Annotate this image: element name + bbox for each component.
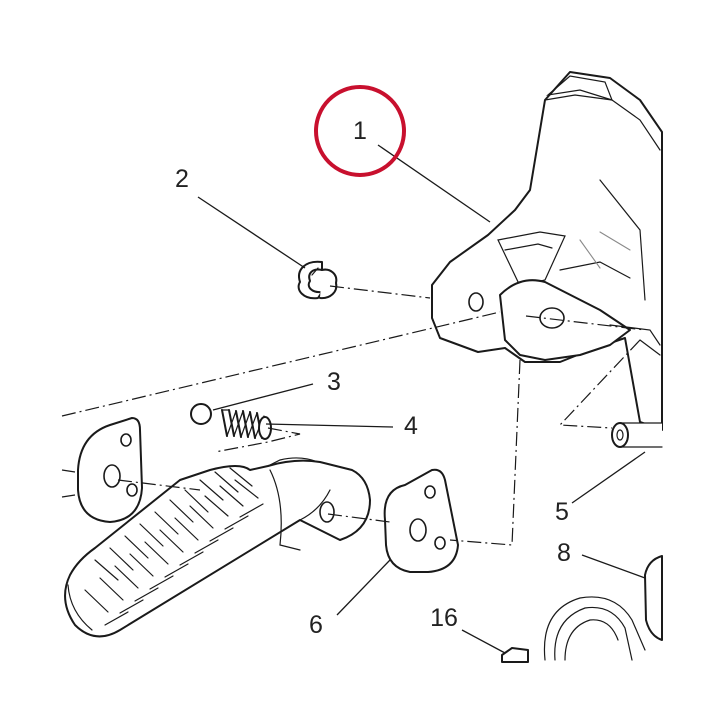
callout-16[interactable]: 16 xyxy=(430,604,458,632)
part-1-bracket[interactable] xyxy=(431,71,663,431)
footpeg[interactable] xyxy=(64,457,371,638)
part-6-washer-plate[interactable] xyxy=(383,468,459,573)
assembly-centre-lines xyxy=(61,285,646,546)
lower-ring-assembly xyxy=(543,596,646,661)
callout-8[interactable]: 8 xyxy=(557,539,571,567)
callout-4[interactable]: 4 xyxy=(404,412,418,440)
washer-plate-left[interactable] xyxy=(77,417,143,523)
callout-1-highlight-ring xyxy=(314,85,406,177)
part-4-spring[interactable] xyxy=(221,409,272,440)
part-5-pin[interactable] xyxy=(611,422,663,448)
callout-6[interactable]: 6 xyxy=(309,611,323,639)
callout-1[interactable]: 1 xyxy=(353,117,367,145)
part-16[interactable] xyxy=(501,647,529,663)
part-3-ball[interactable] xyxy=(190,403,212,425)
part-2-circlip[interactable] xyxy=(297,260,338,300)
callout-5[interactable]: 5 xyxy=(555,498,569,526)
callout-3[interactable]: 3 xyxy=(327,368,341,396)
callout-2[interactable]: 2 xyxy=(175,165,189,193)
part-8[interactable] xyxy=(644,555,663,641)
